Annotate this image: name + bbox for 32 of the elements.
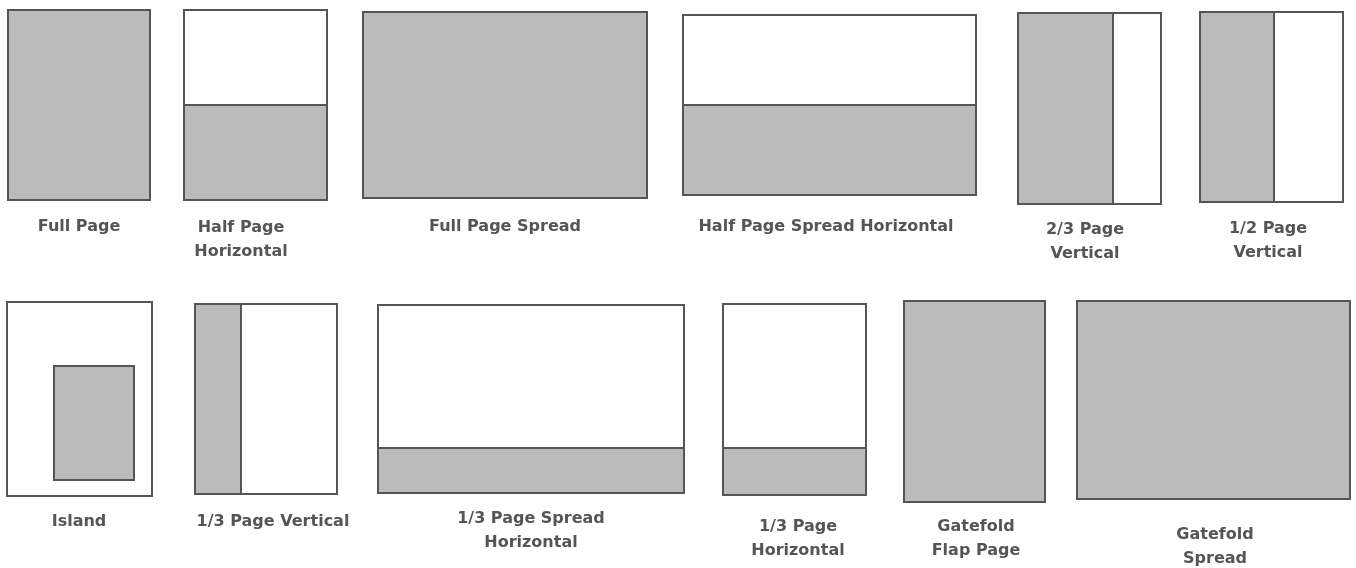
page-layout-box xyxy=(362,11,648,199)
page-layout-box xyxy=(7,9,151,201)
layout-caption: Half Page Horizontal xyxy=(193,216,289,262)
page-layout-box xyxy=(6,301,153,497)
ad-area xyxy=(682,104,977,196)
page-layout-box xyxy=(1076,300,1351,500)
layout-caption: Gatefold Spread xyxy=(1175,523,1255,568)
page-layout-box xyxy=(722,303,867,496)
ad-area xyxy=(377,447,685,494)
layout-caption: Gatefold Flap Page xyxy=(930,515,1022,561)
layout-caption: Island xyxy=(50,510,108,532)
layout-caption: 1/3 Page Horizontal xyxy=(750,515,846,561)
page-layout-box xyxy=(903,300,1046,503)
layout-caption: Half Page Spread Horizontal xyxy=(697,215,955,237)
ad-area xyxy=(183,104,328,201)
layout-caption: 1/2 Page Vertical xyxy=(1227,217,1309,263)
page-layout-box xyxy=(1017,12,1162,205)
layout-caption: 1/3 Page Spread Horizontal xyxy=(456,507,606,553)
layout-caption: Full Page xyxy=(36,215,122,237)
layout-caption: 2/3 Page Vertical xyxy=(1044,218,1126,264)
ad-area xyxy=(1017,12,1114,205)
ad-area xyxy=(194,303,242,495)
layout-caption: 1/3 Page Vertical xyxy=(195,510,351,532)
layout-caption: Full Page Spread xyxy=(428,215,582,237)
ad-area xyxy=(53,365,135,481)
ad-area xyxy=(1199,11,1275,203)
page-layout-box xyxy=(194,303,338,495)
page-layout-box xyxy=(377,304,685,494)
ad-area xyxy=(722,447,867,496)
page-layout-box xyxy=(1199,11,1344,203)
page-layout-box xyxy=(682,14,977,196)
page-layout-box xyxy=(183,9,328,201)
